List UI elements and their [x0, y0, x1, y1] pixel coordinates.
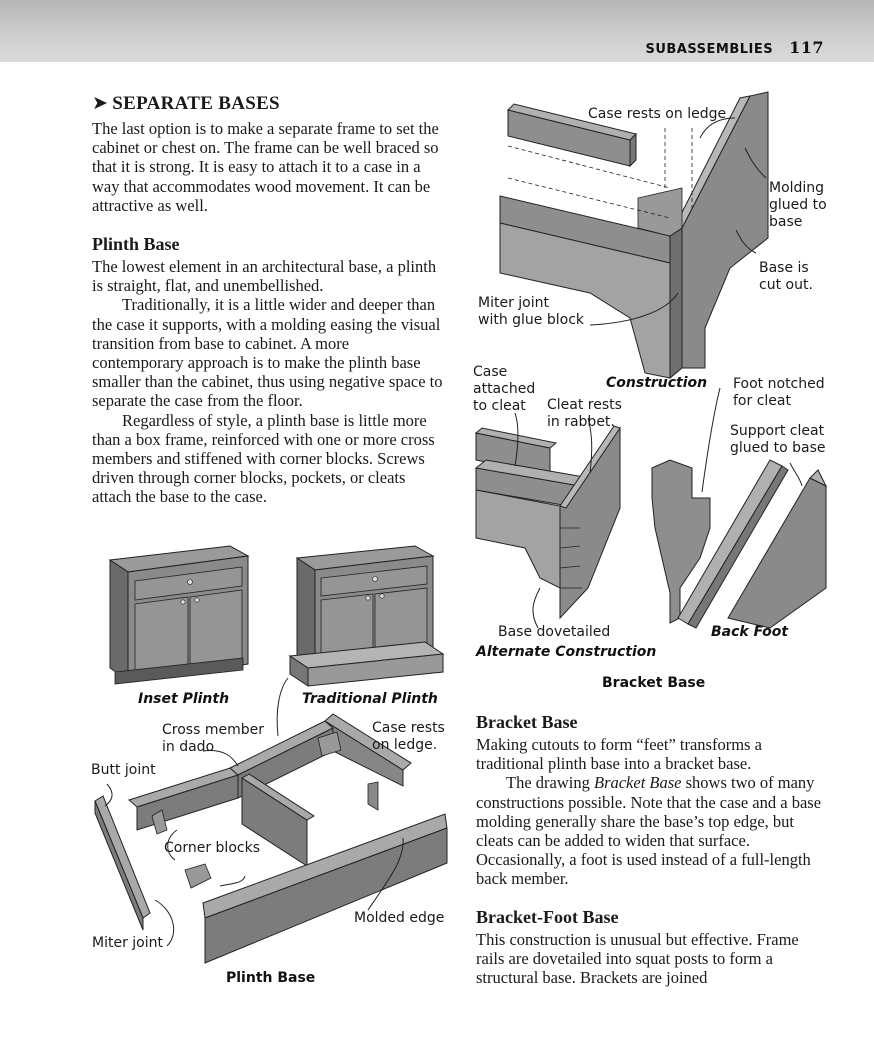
- running-head-title: SUBASSEMBLIES: [645, 42, 774, 57]
- back-foot-caption: Back Foot: [711, 624, 789, 640]
- intro-paragraph: The last option is to make a separate fr…: [92, 119, 439, 215]
- bracket-foot-body: This construction is unusual but effecti…: [476, 930, 828, 988]
- plinth-paragraph-3: Regardless of style, a plinth base is li…: [92, 410, 435, 507]
- traditional-plinth-cabinet: [288, 545, 445, 687]
- molded-edge-label: Molded edge: [354, 910, 445, 926]
- bracket-body: Making cutouts to form “feet” transforms…: [476, 735, 828, 889]
- corner-blocks-label: Corner blocks: [164, 840, 260, 856]
- plinth-paragraph-1: The lowest element in an architectural b…: [92, 257, 437, 296]
- cross-member-label: Cross member in dado: [162, 722, 264, 755]
- bracket-p2-suffix: shows two of many constructions possible…: [476, 773, 822, 889]
- bracket-paragraph-2: The drawing Bracket Base shows two of ma…: [476, 773, 828, 888]
- bracket-paragraph-1: Making cutouts to form “feet” transforms…: [476, 735, 762, 774]
- construction-caption: Construction: [606, 375, 708, 391]
- bracket-base-figure-title: Bracket Base: [602, 675, 706, 691]
- plinth-base-frame: [94, 713, 448, 964]
- miter-joint-label: Miter joint: [92, 935, 163, 951]
- alternate-construction-drawing: [474, 425, 621, 620]
- plinth-leader-lines: [104, 677, 404, 947]
- plinth-base-figure-title: Plinth Base: [226, 970, 316, 986]
- section-intro: The last option is to make a separate fr…: [92, 119, 444, 215]
- bracket-base-heading: Bracket Base: [476, 712, 578, 732]
- miter-glue-block-label: Miter joint with glue block: [478, 295, 585, 328]
- bracket-leader-lines: [514, 117, 803, 629]
- plinth-figure: [94, 545, 448, 964]
- case-rests-on-ledge-label: Case rests on ledge: [588, 106, 727, 122]
- case-attached-label: Case attached to cleat: [473, 364, 536, 414]
- traditional-plinth-caption: Traditional Plinth: [302, 691, 438, 707]
- base-cut-out-label: Base is cut out.: [759, 260, 813, 293]
- alternate-construction-caption: Alternate Construction: [476, 644, 657, 660]
- plinth-paragraph-2: Traditionally, it is a little wider and …: [92, 295, 443, 411]
- bracket-foot-base-heading: Bracket-Foot Base: [476, 907, 619, 927]
- bracket-p2-prefix: The drawing: [506, 773, 594, 793]
- bracket-figure: [474, 91, 828, 629]
- inset-plinth-cabinet: [108, 545, 250, 685]
- page-number: 117: [789, 38, 824, 57]
- butt-joint-label: Butt joint: [91, 762, 156, 778]
- foot-notched-label: Foot notched for cleat: [733, 376, 825, 409]
- arrow-icon: ➤: [92, 92, 109, 114]
- plinth-base-heading: Plinth Base: [92, 234, 180, 254]
- running-head: SUBASSEMBLIES 117: [645, 38, 824, 57]
- base-dovetailed-label: Base dovetailed: [498, 624, 611, 640]
- section-title: ➤SEPARATE BASES: [92, 92, 280, 115]
- bracket-construction-drawing: [499, 91, 769, 380]
- cleat-rests-label: Cleat rests in rabbet.: [547, 397, 622, 430]
- section-title-text: SEPARATE BASES: [112, 93, 280, 114]
- case-rests-ledge-label: Case rests on ledge.: [372, 720, 445, 753]
- bracket-p2-figure-ref: Bracket Base: [593, 773, 682, 793]
- plinth-body: The lowest element in an architectural b…: [92, 257, 444, 507]
- inset-plinth-caption: Inset Plinth: [138, 691, 230, 707]
- back-foot-drawing: [651, 459, 828, 629]
- support-cleat-label: Support cleat glued to base: [730, 423, 826, 456]
- molding-glued-label: Molding glued to base: [769, 180, 827, 230]
- header-band: [0, 0, 874, 62]
- bracket-foot-paragraph-1: This construction is unusual but effecti…: [476, 930, 799, 988]
